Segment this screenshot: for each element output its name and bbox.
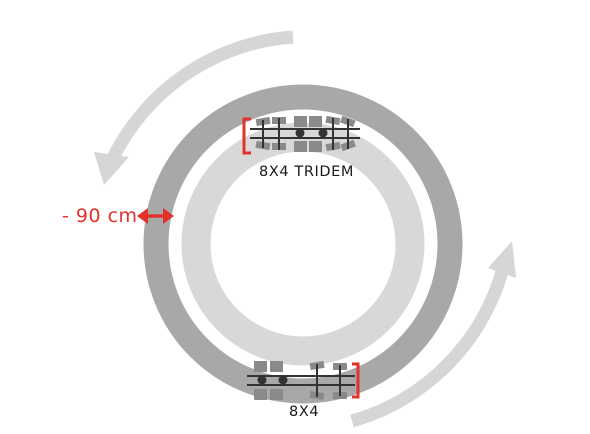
offset-label: - 90 cm xyxy=(62,205,138,227)
rotation-arrow-top-left-icon xyxy=(94,30,294,185)
rotation-arrow-bottom-right-icon xyxy=(350,241,516,428)
truck-8x4-icon xyxy=(247,360,360,401)
double-arrow-icon xyxy=(137,208,174,224)
bottom-vehicle-label: 8X4 xyxy=(289,404,320,420)
outer-turning-ring xyxy=(143,84,463,404)
top-vehicle-label: 8X4 TRIDEM xyxy=(259,164,355,180)
truck-8x4-tridem-icon xyxy=(242,115,360,155)
